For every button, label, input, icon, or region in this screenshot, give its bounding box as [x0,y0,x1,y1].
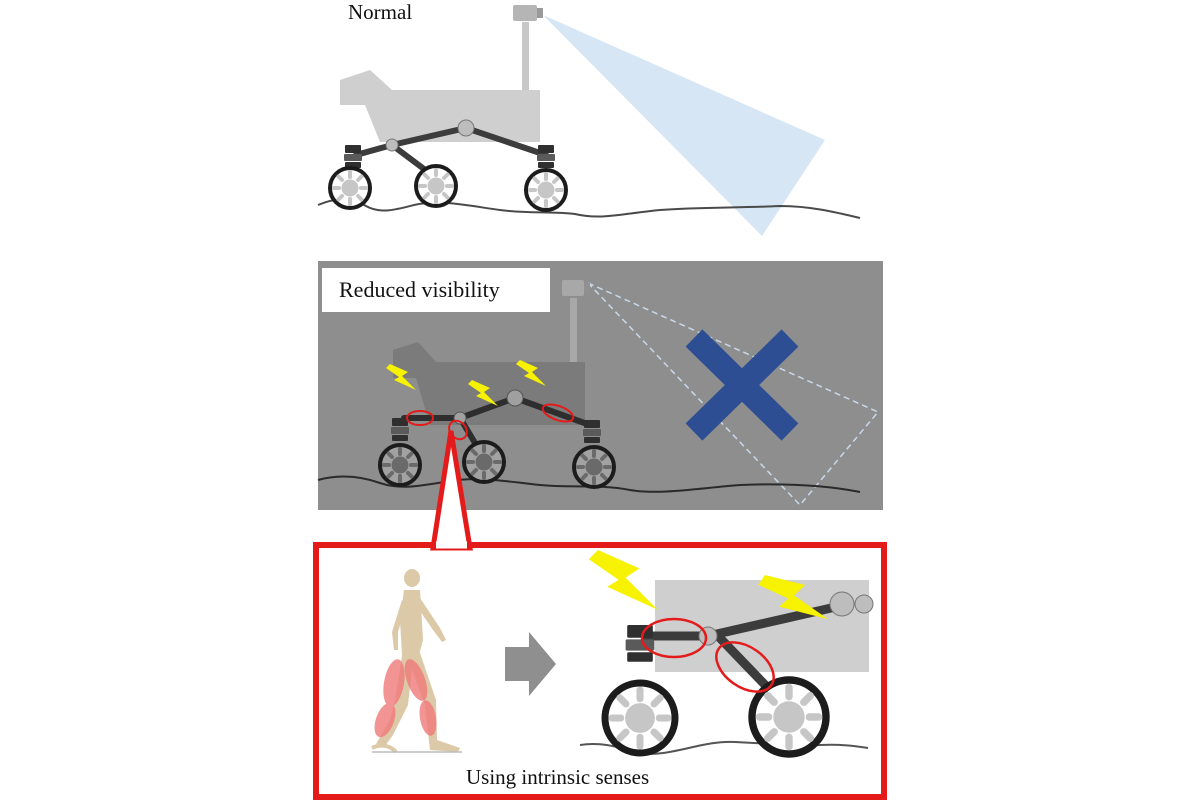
arm-joints-dark [453,389,524,425]
reduced-visibility-label: Reduced visibility [339,277,500,302]
sensor-highlights [406,403,575,441]
panel-intrinsic-senses: Using intrinsic senses [313,541,887,800]
motor-rear [537,145,555,168]
panel-reduced-visibility: Reduced visibility [317,261,883,510]
intrinsic-senses-label: Using intrinsic senses [466,765,649,789]
rover-body [340,70,540,142]
motor-rear-dark [583,420,601,443]
arm-joints [385,119,475,152]
camera-mast [522,22,529,90]
ground-line-dark [317,475,861,493]
lightning-icon [588,550,658,610]
motor-front [344,145,362,168]
wheel-rear-dark [572,445,616,489]
vision-cone [543,15,825,236]
wheel-front [328,166,372,210]
panel-normal: Normal [317,0,861,236]
wheel-middle-dark [462,440,506,484]
camera-mast-dark [570,298,577,368]
camera-icon-dark [562,280,590,296]
suspension-arms-zoom [640,601,845,693]
normal-label: Normal [348,0,412,24]
arm-joints-zoom [698,591,874,646]
sensor-highlights-zoom [640,617,775,693]
ground-line [317,198,861,219]
rover-zoom [579,550,874,754]
intrinsic-panel-frame [313,542,887,800]
motor-front-dark [391,418,409,441]
camera-icon [513,5,543,21]
wheel-front-zoom [605,683,675,753]
arrow-right-icon [505,632,556,696]
reduced-visibility-label-box [322,268,550,312]
wheel-front-dark [378,443,422,487]
wheel-rear [524,168,568,212]
vision-cone-dashed [587,282,880,507]
cross-icon [685,329,799,441]
muscle-highlights [374,659,437,738]
wheel-middle [414,164,458,208]
motor-zoom [625,625,655,662]
